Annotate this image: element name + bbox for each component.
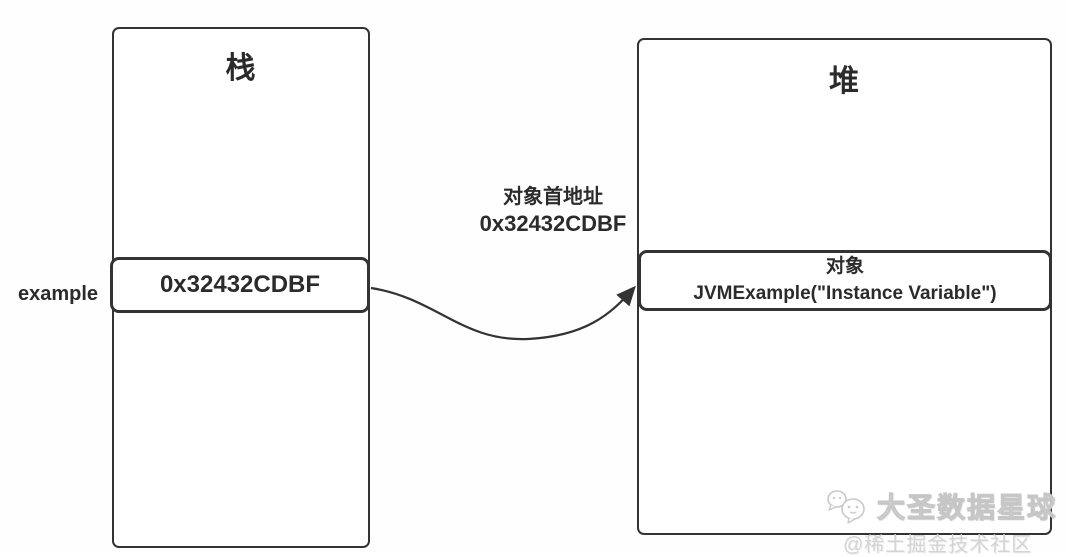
watermark-brand: 大圣数据星球 (824, 486, 1057, 526)
stack-frame-value: 0x32432CDBF (159, 271, 321, 298)
heap-title: 堆 (829, 65, 860, 98)
stack-frame-box: 0x32432CDBF (110, 257, 370, 313)
stack-title: 栈 (225, 52, 257, 85)
watermark-brand-text: 大圣数据星球 (876, 492, 1058, 524)
pointer-annotation-address: 0x32432CDBF (479, 211, 627, 236)
heap-object-constructor: JVMExample("Instance Variable") (693, 282, 997, 304)
pointer-annotation: 对象首地址 0x32432CDBF (428, 184, 678, 238)
heap-object-box: 对象 JVMExample("Instance Variable") (638, 250, 1052, 311)
pointer-annotation-text: 对象首地址 (503, 186, 603, 208)
reference-arrow-path (370, 285, 636, 341)
stack-frame-label: example (17, 283, 99, 305)
watermark-logo-icon (827, 490, 865, 524)
watermark-community-text: @稀土掘金技术社区 (843, 534, 1033, 556)
heap-object-title: 对象 (825, 255, 864, 277)
